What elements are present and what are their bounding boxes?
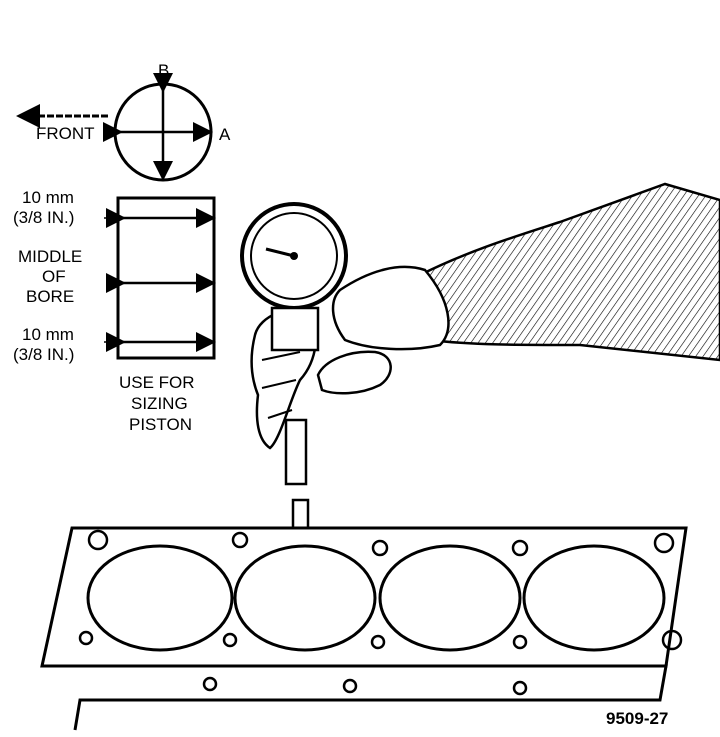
gauge-handle: [284, 418, 308, 486]
cylinder-bore-4: [522, 544, 666, 652]
top-offset-in: (3/8 IN.): [13, 208, 74, 227]
gauge-needle: [265, 247, 295, 258]
forearm-sleeve: [407, 182, 720, 362]
cylinder-bore-3: [378, 544, 522, 652]
gauge-stem-upper: [270, 306, 320, 352]
finger-creases: [261, 351, 301, 419]
engine-block: [40, 526, 688, 731]
top-offset-mm: 10 mm: [22, 188, 74, 207]
block-side-face: [42, 664, 668, 731]
bottom-offset-mm: 10 mm: [22, 325, 74, 344]
front-label: FRONT: [36, 124, 95, 143]
bore-side-view-rect: [116, 196, 216, 360]
middle-label-3: BORE: [26, 287, 74, 306]
cylinder-bore-2: [233, 544, 377, 652]
cylinder-bore-1: [86, 544, 234, 652]
orientation-circle-group: B A FRONT: [16, 61, 231, 182]
gauge-needle-hub: [290, 252, 298, 260]
direction-b-label: B: [158, 61, 169, 80]
use-label-1: USE FOR: [119, 373, 195, 392]
coolant-passages: [78, 529, 683, 696]
direction-a-label: A: [219, 125, 231, 144]
thumb: [316, 350, 392, 395]
use-label-3: PISTON: [129, 415, 192, 434]
hand-palm: [331, 265, 450, 351]
bottom-offset-in: (3/8 IN.): [13, 345, 74, 364]
use-label-2: SIZING: [131, 394, 188, 413]
figure-code: 9509-27: [606, 709, 668, 728]
middle-label-1: MIDDLE: [18, 247, 82, 266]
middle-label-2: OF: [42, 267, 66, 286]
bore-side-view-group: 10 mm (3/8 IN.) MIDDLE OF BORE 10 mm (3/…: [13, 188, 216, 434]
